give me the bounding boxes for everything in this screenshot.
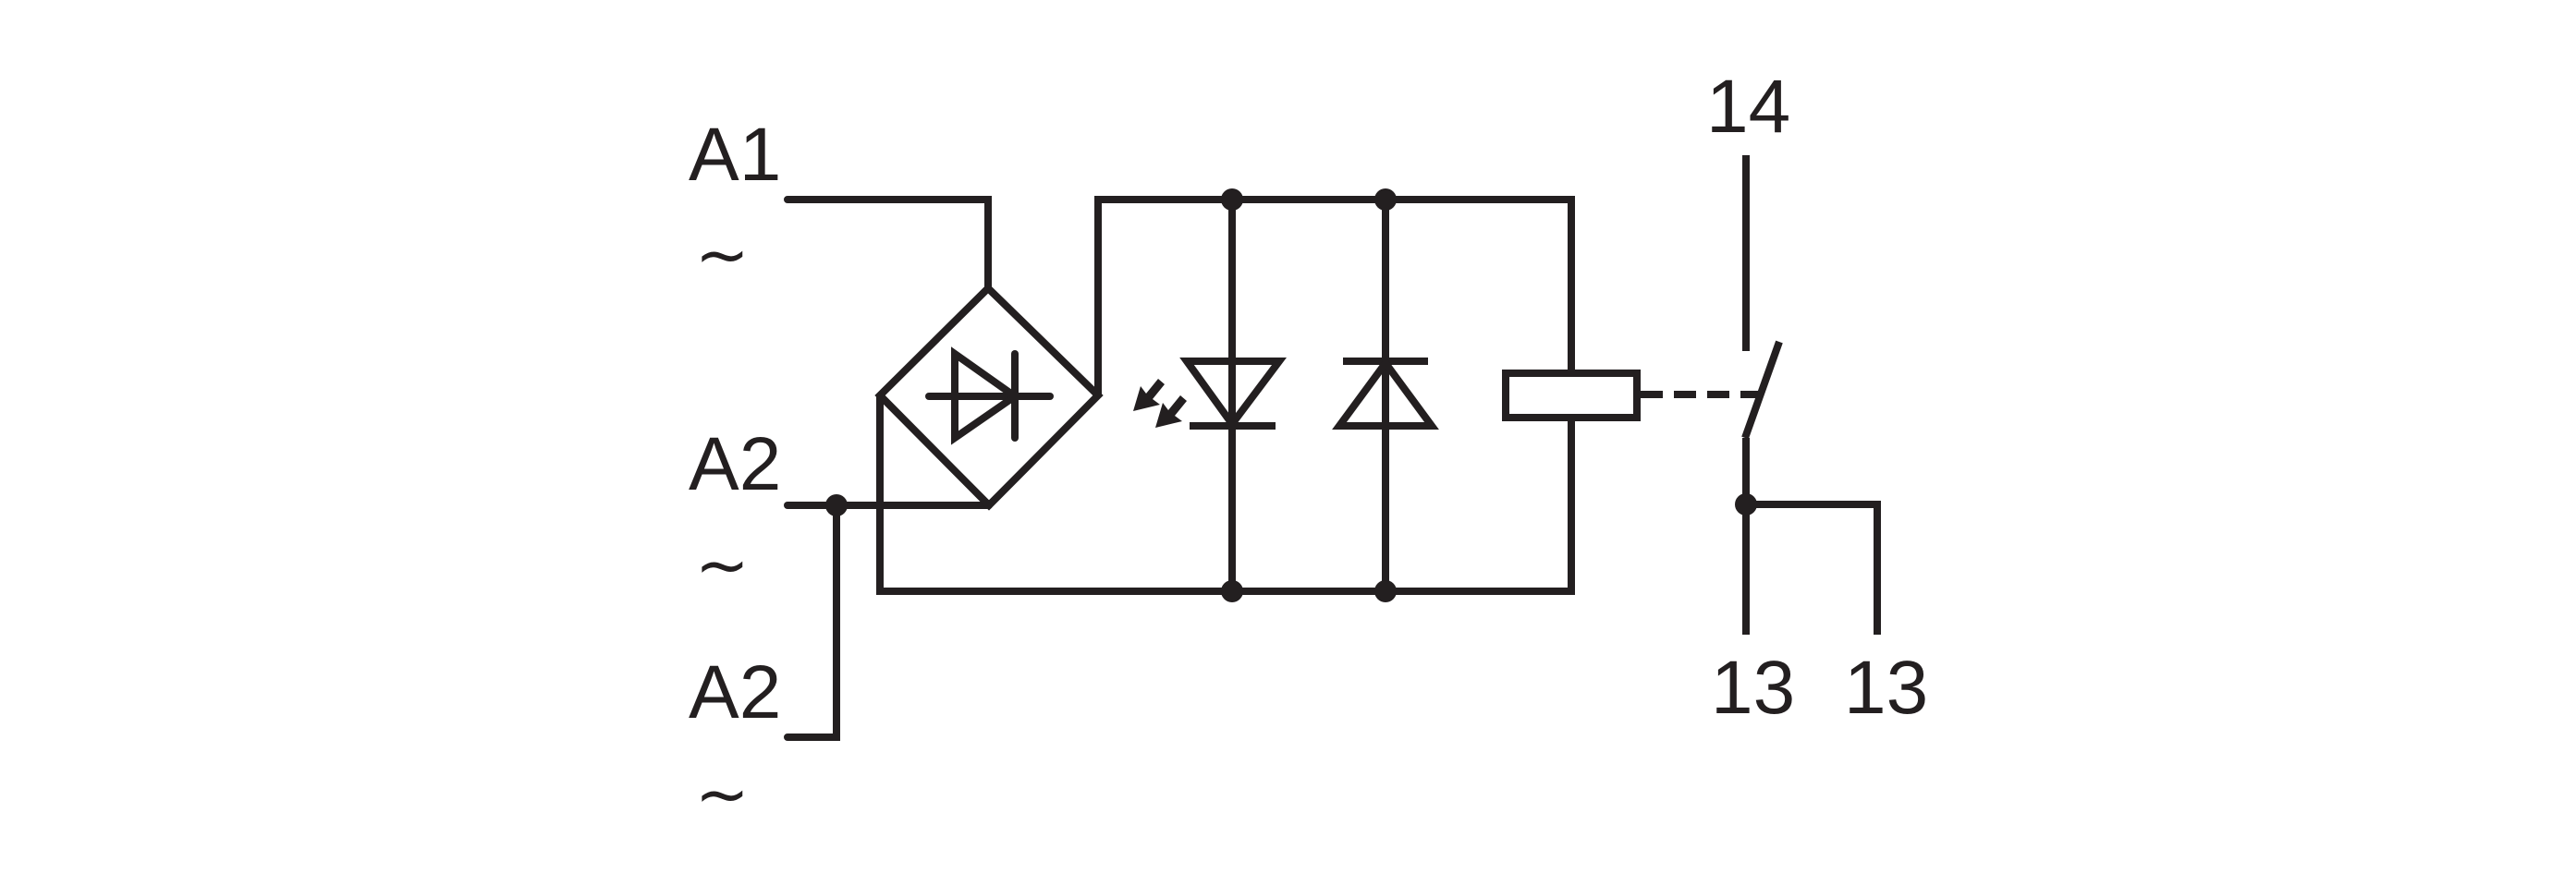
bridge-rectifier	[874, 283, 1104, 511]
wire-a2-lower	[784, 502, 840, 741]
terminal-label-14: 14	[1706, 65, 1790, 149]
ac-tilde-icon-a2-lower: ~	[695, 757, 750, 832]
wire-dc-plus	[1094, 196, 1575, 395]
terminal-label-13-left: 13	[1711, 646, 1795, 730]
ac-tilde-icon-a1: ~	[695, 217, 750, 293]
terminal-label-a2-lower: A2	[689, 650, 781, 734]
junction-dot-led-top	[1221, 188, 1243, 211]
contact-13-bridge-wire	[1746, 501, 1881, 635]
zener-triangle	[1332, 357, 1439, 430]
terminal-label-a1: A1	[689, 113, 781, 197]
relay-contact	[1735, 155, 1881, 635]
terminal-label-13-right: 13	[1844, 646, 1928, 730]
junction-dot-a2	[825, 494, 848, 516]
junction-dot-zener-top	[1374, 188, 1397, 211]
contact-switch-arm	[1741, 340, 1783, 440]
bridge-diamond	[874, 283, 1104, 511]
relay-coil	[1502, 370, 1641, 421]
wire-a1	[784, 196, 992, 292]
led-light-arrows-icon	[1133, 379, 1187, 428]
junction-dot-led-bottom	[1221, 580, 1243, 602]
junction-dot-13	[1735, 493, 1757, 515]
terminal-label-a2-upper: A2	[689, 422, 781, 506]
ac-tilde-icon-a2-upper: ~	[695, 527, 750, 603]
led-indicator	[1133, 200, 1287, 591]
bridge-diode-triangle	[951, 346, 1021, 445]
light-arrow-icon	[1155, 395, 1187, 428]
zener-diode	[1332, 200, 1439, 591]
light-arrow-icon	[1133, 379, 1165, 411]
junction-dot-zener-bottom	[1374, 580, 1397, 602]
